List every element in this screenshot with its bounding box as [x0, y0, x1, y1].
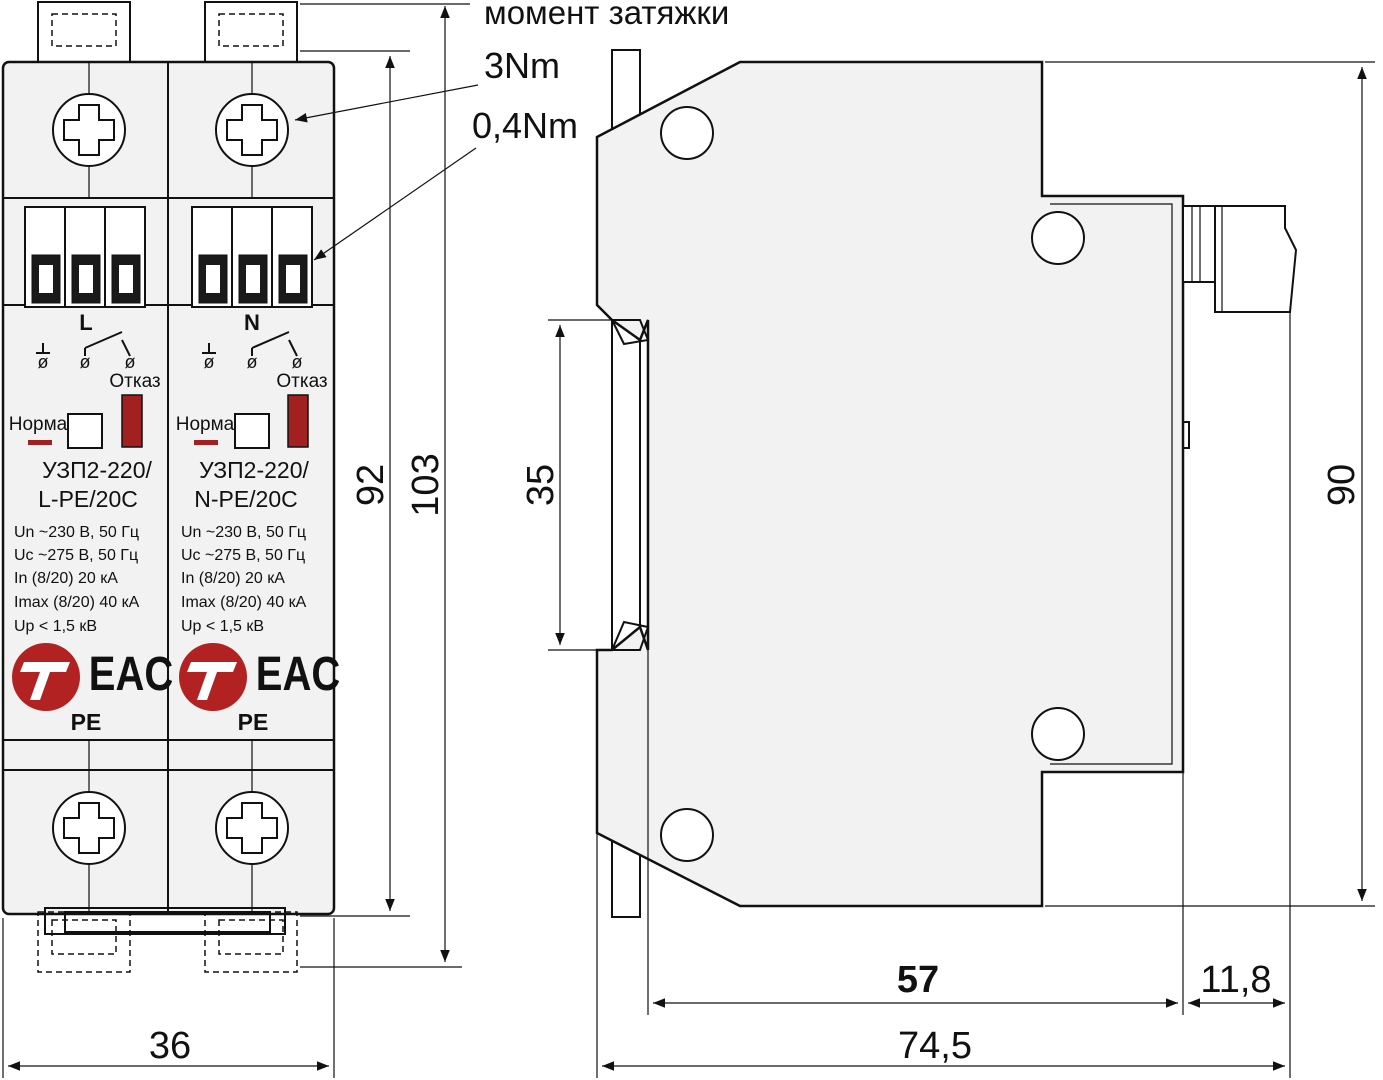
screw-top-right [215, 93, 289, 167]
module-1-spec-up: Up < 1,5 кВ [14, 618, 97, 635]
module-1-norma-label: Норма [9, 414, 68, 435]
module-1-model-line2: L-PE/20C [38, 486, 138, 512]
module-2-spec-un: Un ~230 В, 50 Гц [181, 524, 306, 541]
dim-depth-body: 57 [897, 959, 939, 1001]
module-2-spec-imax: Imax (8/20) 40 кА [181, 594, 307, 611]
signal-terminal-left [24, 206, 146, 308]
dim-depth-total: 74,5 [898, 1025, 972, 1067]
signal-plug [1214, 205, 1298, 313]
contact-symbol-right: ø ø ø [202, 331, 303, 372]
screw-top-left [52, 93, 126, 167]
mount-hole [660, 106, 714, 160]
module-2-otkaz-label: Отказ [276, 371, 327, 392]
front-dimensions: 92 103 36 [2, 5, 462, 1078]
mount-hole [1031, 211, 1085, 265]
module-2-norma-label: Норма [176, 414, 235, 435]
module-2-spec-up: Up < 1,5 кВ [181, 618, 264, 635]
module-2-fault-indicator [287, 394, 309, 448]
module-1-bottom-label: PE [71, 709, 102, 735]
module-2-bottom-label: PE [238, 709, 269, 735]
screw-bottom-right [215, 791, 289, 865]
module-1-specs: Un ~230 В, 50 Гц Uc ~275 В, 50 Гц In (8/… [14, 524, 140, 635]
module-2-spec-uc: Uc ~275 В, 50 Гц [181, 547, 305, 564]
dim-height-inner: 92 [350, 464, 392, 506]
module-1-eac-mark: EAC [89, 648, 173, 701]
svg-text:ø: ø [204, 352, 215, 372]
dim-height-side: 90 [1321, 464, 1363, 506]
front-view: L N ø ø ø ø ø ø Отказ Отказ Норма [1, 1, 340, 973]
brand-logo-icon [12, 643, 80, 711]
module-2-spec-in: In (8/20) 20 кА [181, 570, 285, 587]
module-1-otkaz-label: Отказ [109, 371, 160, 392]
svg-text:ø: ø [38, 352, 49, 372]
module-1-spec-un: Un ~230 В, 50 Гц [14, 524, 139, 541]
module-2-model-line1: УЗП2-220/ [199, 457, 309, 483]
dim-width-front: 36 [149, 1025, 191, 1067]
mount-hole [1031, 707, 1085, 761]
module-1-model-line1: УЗП2-220/ [42, 457, 152, 483]
dim-depth-terminal: 11,8 [1200, 959, 1271, 1001]
module-2-model-line2: N-PE/20C [194, 486, 298, 512]
module-2-status-window [234, 413, 270, 449]
module-1-top-label: L [79, 310, 92, 335]
module-1-spec-uc: Uc ~275 В, 50 Гц [14, 547, 138, 564]
top-terminal-covers [37, 1, 298, 63]
torque-small: 0,4Nm [472, 105, 578, 146]
svg-text:ø: ø [125, 352, 136, 372]
side-dimensions: 35 90 57 11,8 74,5 [520, 61, 1375, 1078]
screw-bottom-left [52, 791, 126, 865]
svg-text:ø: ø [247, 352, 258, 372]
module-2-top-label: N [244, 310, 260, 335]
dim-height-total: 103 [405, 453, 447, 516]
din-rail [611, 49, 641, 918]
torque-title: момент затяжки [484, 0, 729, 31]
mount-hole [660, 808, 714, 862]
side-body [595, 60, 1185, 908]
module-1-spec-imax: Imax (8/20) 40 кА [14, 594, 140, 611]
module-1-status-window [67, 413, 103, 449]
module-1-fault-indicator [121, 394, 143, 448]
bottom-terminal-covers [37, 907, 298, 973]
module-2-specs: Un ~230 В, 50 Гц Uc ~275 В, 50 Гц In (8/… [181, 524, 307, 635]
brand-logo-icon [179, 643, 247, 711]
side-view [595, 49, 1298, 918]
contact-symbol-left: ø ø ø [36, 331, 136, 372]
signal-terminal-right [191, 206, 313, 308]
svg-text:ø: ø [292, 352, 303, 372]
module-1-spec-in: In (8/20) 20 кА [14, 570, 118, 587]
dim-rail: 35 [520, 464, 562, 506]
svg-text:ø: ø [80, 352, 91, 372]
torque-large: 3Nm [484, 45, 560, 86]
module-2-eac-mark: EAC [256, 648, 340, 701]
